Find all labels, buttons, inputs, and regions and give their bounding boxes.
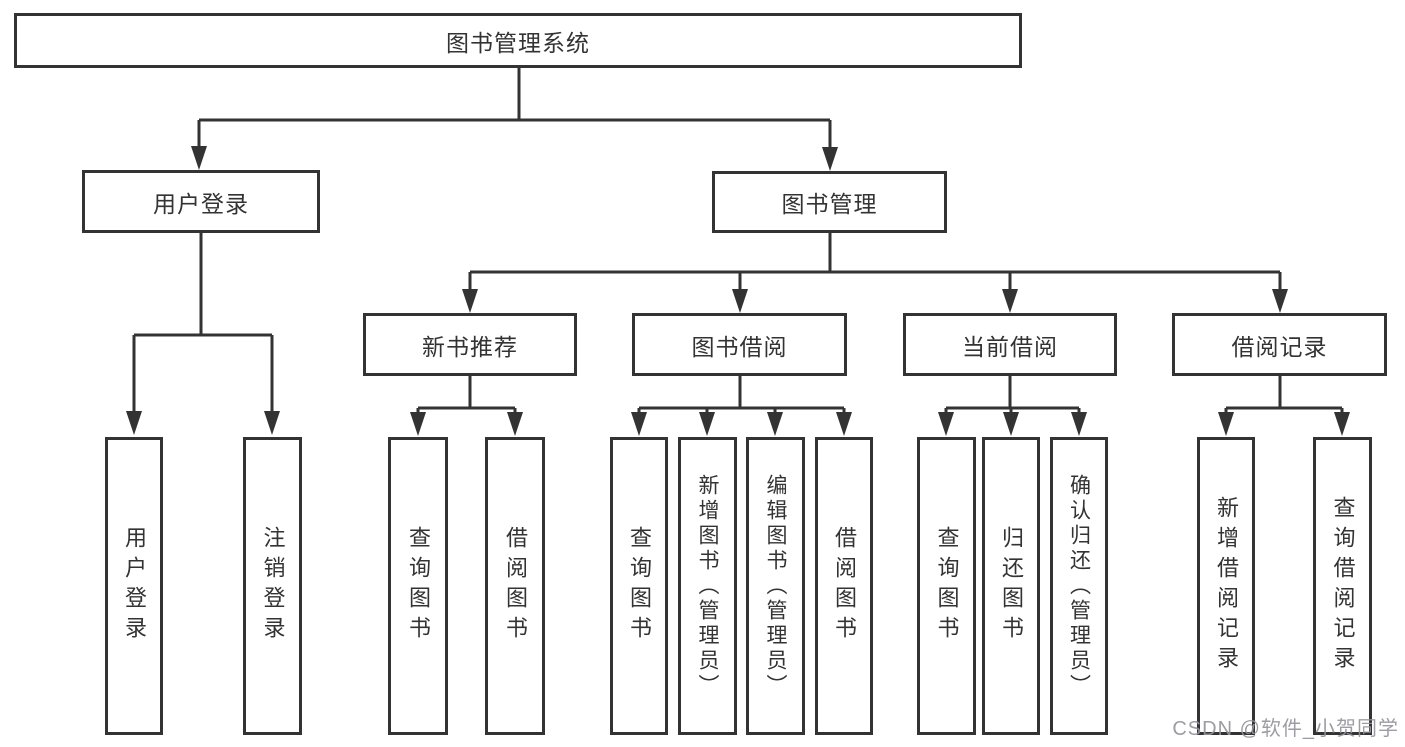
node-label: 查询借阅记录 bbox=[1330, 496, 1356, 676]
node-label: 图书借阅 bbox=[691, 333, 788, 360]
node-label: 注销登录 bbox=[260, 526, 286, 646]
node-borrow-records: 借阅记录 bbox=[1172, 313, 1387, 376]
leaf-query-books-current: 查询图书 bbox=[917, 437, 976, 735]
leaf-query-books-borrow: 查询图书 bbox=[610, 437, 668, 735]
leaf-user-login: 用户登录 bbox=[105, 437, 163, 735]
node-label: 图书管理系统 bbox=[446, 29, 590, 56]
node-label: 新书推荐 bbox=[422, 333, 518, 360]
node-new-book-recommend: 新书推荐 bbox=[363, 313, 577, 376]
node-library-system: 图书管理系统 bbox=[14, 13, 1022, 68]
node-book-management: 图书管理 bbox=[712, 171, 947, 233]
leaf-confirm-return-admin: 确认归还（管理员） bbox=[1050, 437, 1108, 735]
leaf-borrow-books: 借阅图书 bbox=[815, 437, 873, 735]
node-label: 编辑图书（管理员） bbox=[764, 473, 787, 699]
leaf-edit-book-admin: 编辑图书（管理员） bbox=[746, 437, 805, 735]
node-label: 用户登录 bbox=[122, 526, 147, 646]
leaf-borrow-books-recommend: 借阅图书 bbox=[485, 437, 545, 735]
node-label: 查询图书 bbox=[934, 526, 960, 646]
leaf-query-books-recommend: 查询图书 bbox=[388, 437, 448, 735]
leaf-add-borrow-record: 新增借阅记录 bbox=[1197, 437, 1255, 735]
node-label: 当前借阅 bbox=[962, 333, 1058, 360]
leaf-logout: 注销登录 bbox=[243, 437, 302, 735]
node-label: 查询图书 bbox=[627, 526, 652, 646]
node-label: 借阅图书 bbox=[832, 526, 857, 646]
node-label: 归还图书 bbox=[999, 526, 1024, 646]
node-book-borrow: 图书借阅 bbox=[632, 313, 847, 376]
node-label: 借阅记录 bbox=[1231, 333, 1328, 360]
node-label: 确认归还（管理员） bbox=[1067, 473, 1091, 699]
node-label: 新增图书（管理员） bbox=[696, 473, 719, 699]
leaf-add-book-admin: 新增图书（管理员） bbox=[678, 437, 737, 735]
leaf-return-book: 归还图书 bbox=[982, 437, 1040, 735]
node-user-login: 用户登录 bbox=[82, 170, 320, 233]
node-label: 借阅图书 bbox=[503, 526, 528, 646]
csdn-watermark: CSDN @软件_小贺同学 bbox=[1172, 718, 1399, 740]
node-label: 图书管理 bbox=[781, 191, 878, 217]
node-label: 查询图书 bbox=[406, 526, 431, 646]
node-current-borrow: 当前借阅 bbox=[903, 313, 1117, 376]
node-label: 新增借阅记录 bbox=[1214, 496, 1239, 676]
node-label: 用户登录 bbox=[153, 190, 249, 217]
leaf-query-borrow-record: 查询借阅记录 bbox=[1313, 437, 1372, 735]
